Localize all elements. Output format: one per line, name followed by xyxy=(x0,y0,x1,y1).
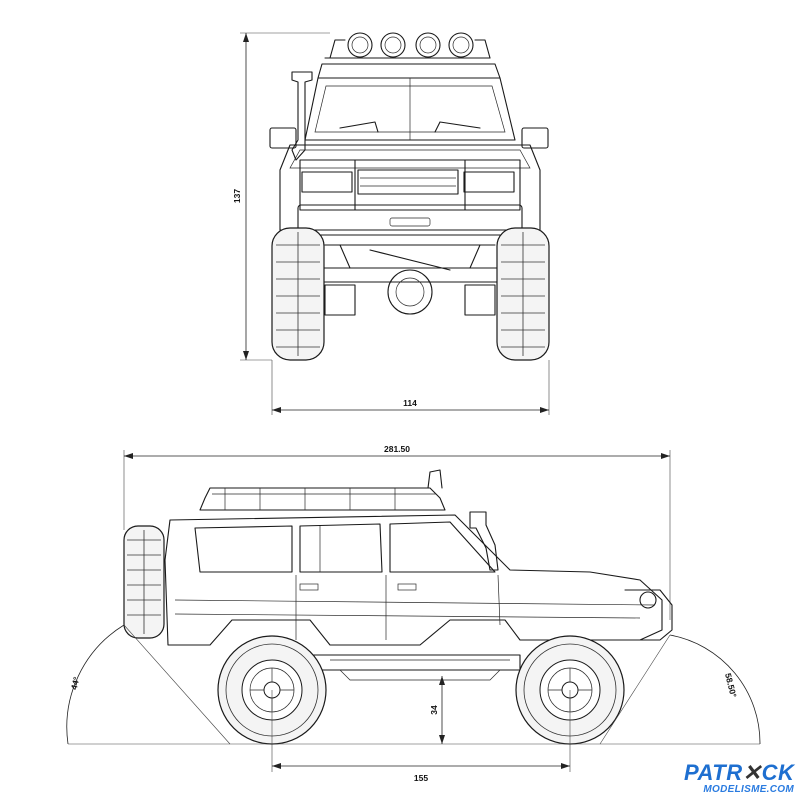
height-label: 137 xyxy=(232,189,242,203)
width-dimension: 114 xyxy=(271,360,550,415)
ground-clearance-label: 34 xyxy=(429,705,439,715)
length-label: 281.50 xyxy=(384,444,410,454)
wheelbase-label: 155 xyxy=(414,773,428,783)
mirror-right xyxy=(521,127,549,149)
side-bull-bar xyxy=(624,589,673,641)
roof-light-bar xyxy=(324,32,491,65)
rear-door-window xyxy=(299,523,383,573)
brand-watermark: PATR✕CK MODELISME.COM xyxy=(684,762,794,796)
front-angle-label: 58.50° xyxy=(723,672,739,699)
front-right-tyre xyxy=(496,227,550,361)
rear-angle-label: 44° xyxy=(69,675,82,690)
front-body xyxy=(279,144,541,231)
rear-quarter-window xyxy=(194,525,293,573)
brand-domain: MODELISME.COM xyxy=(703,784,794,795)
side-body xyxy=(164,514,663,646)
rear-angle-dimension: 44° xyxy=(66,624,231,745)
length-dimension: 281.50 xyxy=(123,444,671,620)
wheelbase-dimension: 155 xyxy=(271,690,571,783)
height-dimension: 137 xyxy=(232,32,330,361)
ground-clearance-dimension: 34 xyxy=(429,676,445,744)
mirror-left xyxy=(269,127,297,149)
side-chassis xyxy=(299,654,521,671)
snorkel xyxy=(291,71,313,161)
side-view: 281.50 xyxy=(66,444,761,783)
side-roof-rack xyxy=(199,469,446,511)
front-left-tyre xyxy=(271,227,325,361)
front-door-window xyxy=(389,521,496,573)
front-view: 137 114 xyxy=(232,32,550,415)
windshield xyxy=(304,77,516,141)
bull-bar xyxy=(299,159,521,211)
width-label: 114 xyxy=(403,398,417,408)
spare-tyre xyxy=(123,525,165,639)
side-snorkel xyxy=(469,511,499,571)
brand-logo: PATR✕CK xyxy=(684,760,795,785)
grille xyxy=(357,169,459,195)
